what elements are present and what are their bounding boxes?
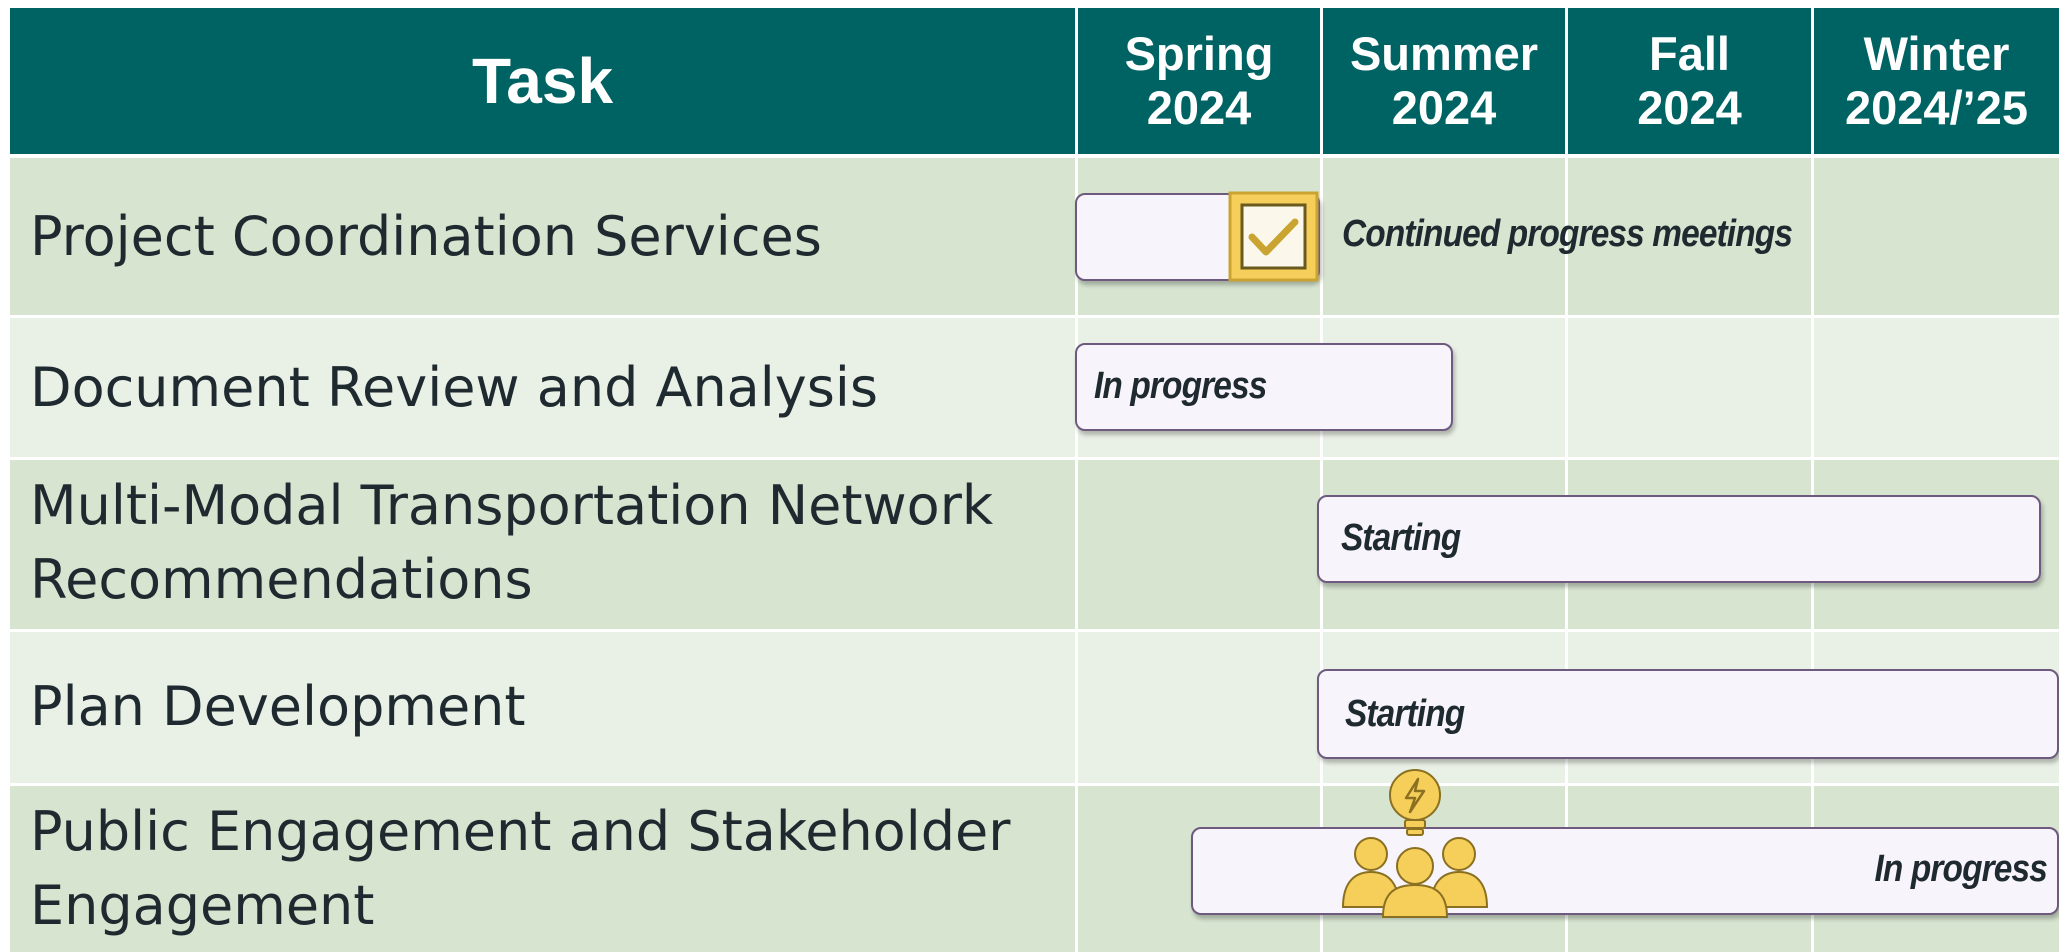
people-with-idea-lightbulb-icon — [1338, 765, 1492, 920]
season-year: 2024/’25 — [1845, 81, 2028, 134]
header-task-label: Task — [471, 45, 614, 117]
column-divider — [1565, 0, 1568, 952]
task-name-line: Public Engagement and Stakeholder — [30, 800, 1011, 863]
bar-status-label: In progress — [1874, 848, 2048, 890]
progress-bar — [1317, 669, 2059, 759]
bar-status-label: Starting — [1341, 517, 1461, 559]
header-task: Task — [10, 8, 1075, 154]
task-name: Public Engagement and Stakeholder Engage… — [30, 795, 1010, 943]
checked-checkbox-icon — [1228, 191, 1319, 282]
season-name: Winter — [1863, 27, 2010, 80]
row-divider — [0, 783, 2059, 786]
progress-bar — [1317, 495, 2041, 583]
task-name-line: Engagement — [30, 874, 375, 937]
season-name: Spring — [1124, 27, 1274, 80]
task-name: Multi-Modal Transportation Network Recom… — [30, 469, 993, 617]
row-divider — [0, 457, 2059, 460]
row-divider — [0, 315, 2059, 318]
column-divider — [1075, 0, 1078, 952]
column-divider — [1320, 0, 1323, 952]
task-row — [10, 158, 2059, 316]
task-name: Project Coordination Services — [30, 205, 822, 268]
bar-status-label: Continued progress meetings — [1342, 213, 1793, 255]
bar-status-label: Starting — [1345, 693, 1465, 735]
column-divider — [1811, 0, 1814, 952]
row-divider — [0, 154, 2059, 158]
progress-bar — [1075, 343, 1453, 431]
task-name: Document Review and Analysis — [30, 356, 878, 419]
season-year: 2024 — [1146, 81, 1252, 134]
progress-bar — [1191, 827, 2059, 915]
season-name: Fall — [1649, 27, 1730, 80]
row-divider — [0, 629, 2059, 632]
task-name-line: Recommendations — [30, 548, 533, 611]
bar-status-label: In progress — [1094, 365, 1267, 407]
task-row — [10, 316, 2059, 458]
season-name: Summer — [1349, 27, 1539, 80]
task-name: Plan Development — [30, 675, 526, 738]
task-name-line: Multi-Modal Transportation Network — [30, 474, 994, 537]
season-year: 2024 — [1391, 81, 1497, 134]
season-year: 2024 — [1637, 81, 1742, 134]
